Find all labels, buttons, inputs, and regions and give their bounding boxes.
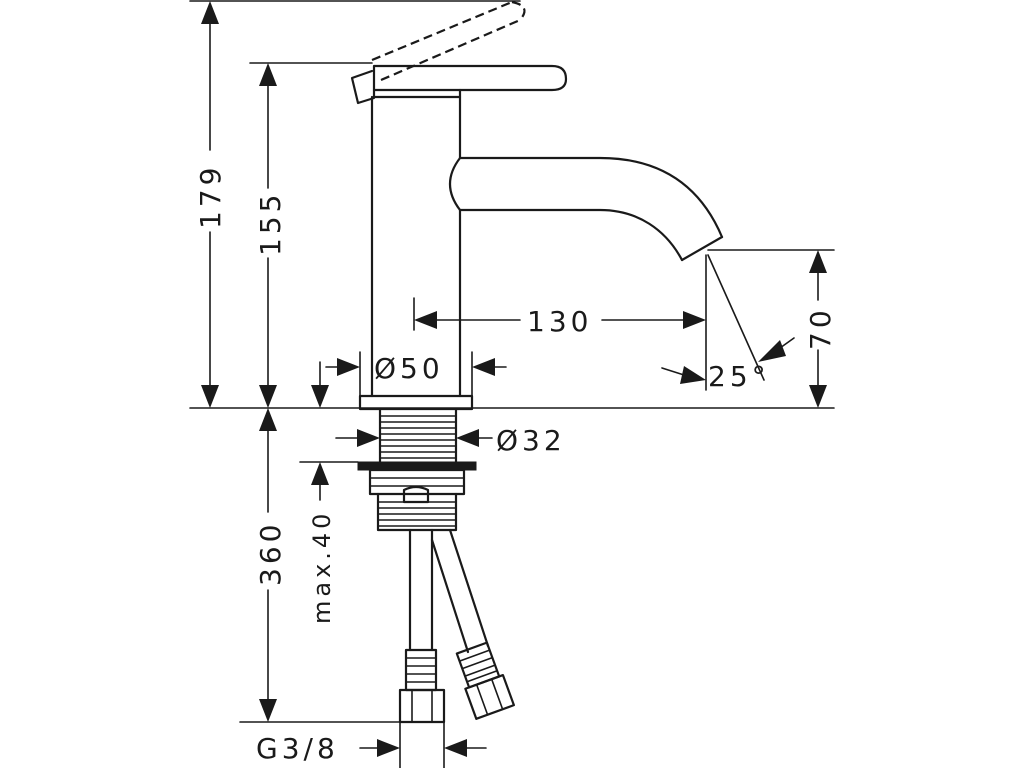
mounting-shank bbox=[357, 407, 477, 532]
shank-diameter-label: Ø32 bbox=[496, 424, 566, 457]
spout-angle-label: 25° bbox=[708, 360, 770, 393]
body-height-label: 155 bbox=[254, 191, 287, 256]
total-height-label: 179 bbox=[194, 164, 227, 229]
max-thickness-label: max.40 bbox=[308, 510, 336, 624]
lever-open-position bbox=[371, 0, 526, 82]
dimension-labels: 179 155 360 max.40 70 130 Ø50 Ø32 25° G3… bbox=[194, 164, 837, 765]
supply-hoses bbox=[398, 528, 515, 724]
spout-reach-label: 130 bbox=[527, 305, 592, 338]
base-diameter-label: Ø50 bbox=[374, 352, 444, 385]
spout-height-label: 70 bbox=[804, 306, 837, 350]
hose-length-label: 360 bbox=[254, 521, 287, 586]
connection-thread-label: G3/8 bbox=[256, 732, 339, 765]
dimension-arrows bbox=[201, 1, 827, 757]
faucet-body bbox=[350, 64, 724, 411]
dimension-lines bbox=[189, 0, 835, 768]
